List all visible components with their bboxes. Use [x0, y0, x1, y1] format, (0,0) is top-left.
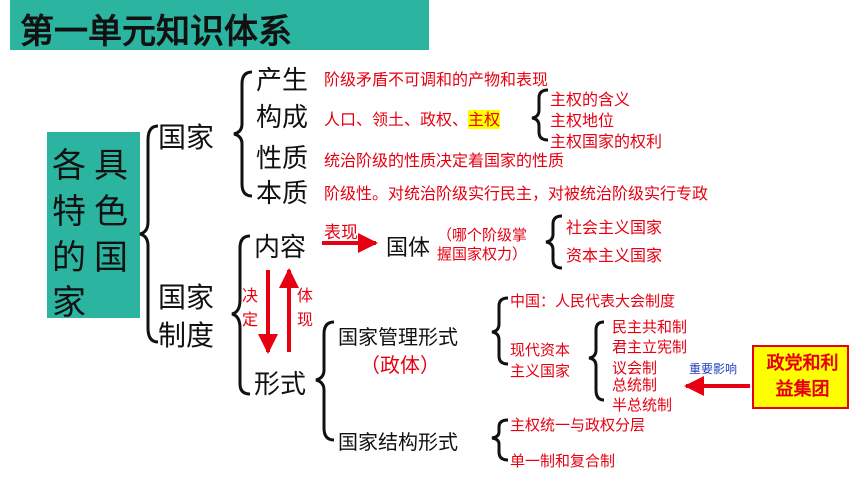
guoti-note-2: 握国家权力）	[437, 245, 528, 263]
desc-goucheng-prefix: 人口、领土、政权、	[324, 110, 469, 129]
desc-benzhi: 阶级性。对统治阶级实行民主，对被统治阶级实行专政	[324, 184, 709, 203]
main-char-3: 特	[52, 192, 86, 232]
sovereignty-item-2: 主权地位	[550, 111, 615, 130]
title-bar	[10, 0, 429, 50]
desc-chansheng: 阶级矛盾不可调和的产物和表现	[324, 70, 549, 89]
main-char-5: 的	[52, 238, 86, 278]
main-concept-box	[47, 132, 140, 318]
sovereignty-item-1: 主权的含义	[550, 90, 631, 109]
brace-main	[139, 124, 159, 344]
node-xingshi: 形式	[254, 370, 307, 400]
guoti-note-1: （哪个阶级掌	[437, 226, 528, 244]
node-xingzhi: 性质	[256, 144, 309, 174]
jiegou-type-1: 主权统一与政权分层	[510, 416, 646, 434]
guoti-type-1: 社会主义国家	[566, 218, 663, 237]
node-guoti: 国体	[386, 236, 431, 261]
sovereignty-item-3: 主权国家的权利	[550, 132, 663, 151]
main-char-4: 色	[94, 192, 128, 232]
brace-guojia	[233, 70, 253, 198]
main-char-6: 国	[94, 238, 128, 278]
brace-jiegou	[491, 418, 509, 462]
node-benzhi: 本质	[256, 179, 309, 209]
node-zhengti: （政体）	[360, 353, 440, 377]
label-tixian-2: 现	[297, 310, 314, 329]
desc-xingzhi: 统治阶级的性质决定着国家的性质	[324, 151, 565, 170]
main-char-2: 具	[94, 146, 128, 186]
node-goucheng: 构成	[256, 103, 309, 133]
main-char-1: 各	[52, 146, 86, 186]
brace-guoti	[545, 214, 563, 270]
regime-4: 总统制	[612, 376, 658, 394]
node-guanli: 国家管理形式	[338, 325, 458, 349]
label-jueding-1: 决	[242, 286, 259, 305]
node-guojia: 国家	[158, 121, 215, 154]
brace-guanli	[491, 296, 509, 366]
brace-modern	[588, 320, 605, 402]
regime-5: 半总统制	[612, 396, 673, 414]
regime-3: 议会制	[612, 359, 658, 377]
regime-1: 民主共和制	[612, 318, 688, 336]
label-biaoxian: 表现	[324, 223, 358, 243]
node-zhidu-top: 国家	[158, 281, 215, 314]
node-chansheng: 产生	[256, 66, 309, 96]
brace-sovereignty	[531, 88, 549, 142]
desc-goucheng: 人口、领土、政权、主权	[324, 106, 501, 130]
party-label: 政党和利益集团	[766, 353, 839, 400]
label-influence: 重要影响	[689, 362, 738, 376]
brace-xingshi	[315, 320, 335, 442]
node-zhidu-bottom: 制度	[158, 319, 215, 352]
jiegou-type-2: 单一制和复合制	[510, 452, 616, 470]
modern-capitalist-1: 现代资本	[510, 341, 571, 359]
brace-zhidu	[231, 234, 251, 396]
party-box: 政党和利益集团	[752, 345, 849, 409]
node-jiegou: 国家结构形式	[338, 430, 458, 454]
regime-2: 君主立宪制	[612, 338, 688, 356]
main-char-7: 家	[52, 283, 86, 323]
modern-capitalist-2: 主义国家	[510, 362, 571, 380]
label-jueding-2: 定	[242, 310, 259, 329]
desc-goucheng-highlight: 主权	[468, 110, 501, 129]
guoti-type-2: 资本主义国家	[566, 246, 663, 265]
page-title: 第一单元知识体系	[20, 12, 292, 52]
node-neirong: 内容	[254, 233, 307, 263]
label-tixian-1: 体	[297, 286, 314, 305]
china-system: 中国：人民代表大会制度	[510, 292, 676, 310]
